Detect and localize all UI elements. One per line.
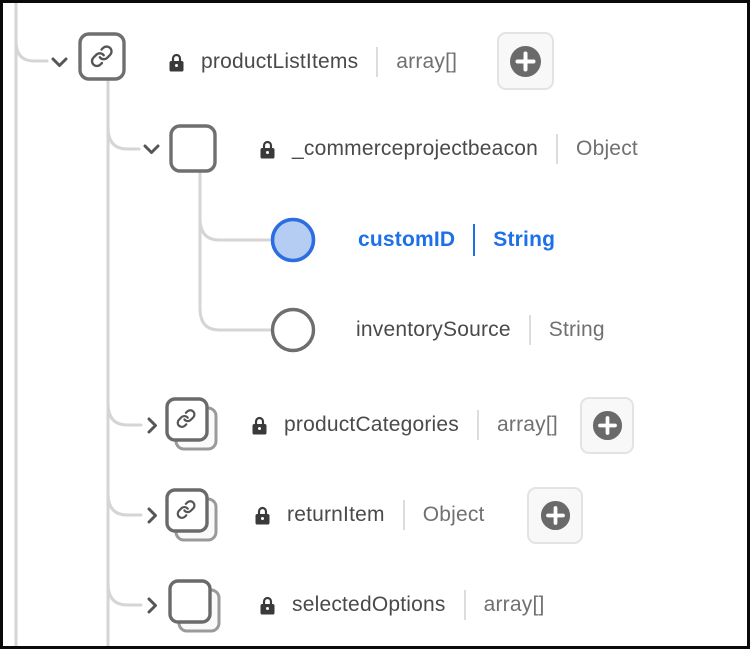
- chevron-right-icon[interactable]: [147, 597, 158, 614]
- chevron-down-icon[interactable]: [143, 144, 160, 155]
- field-name: productListItems: [201, 50, 359, 73]
- tree-node-inventorySource[interactable]: inventorySource String: [356, 309, 605, 351]
- tree-node-commerceprojectbeacon[interactable]: _commerceprojectbeacon Object: [260, 128, 638, 170]
- field-type: array[]: [497, 413, 558, 436]
- field-name: inventorySource: [356, 318, 511, 341]
- lock-icon: [255, 506, 270, 524]
- field-name: customID: [358, 228, 456, 251]
- name-type-divider: [477, 410, 479, 440]
- field-type: array[]: [396, 50, 458, 73]
- stacked-link-cards-icon[interactable]: [165, 488, 219, 542]
- lock-icon: [260, 140, 275, 158]
- name-type-divider: [463, 590, 466, 620]
- field-type: Object: [422, 503, 485, 526]
- tree-node-productListItems[interactable]: productListItems array[]: [169, 41, 457, 83]
- field-type: String: [548, 318, 605, 341]
- field-name: returnItem: [287, 503, 385, 526]
- field-type: array[]: [483, 593, 545, 616]
- name-type-divider: [402, 500, 405, 530]
- tree-node-customID[interactable]: customID String: [358, 219, 555, 261]
- lock-icon: [260, 596, 275, 614]
- name-type-divider: [528, 315, 531, 345]
- tree-node-selectedOptions[interactable]: selectedOptions array[]: [260, 584, 545, 626]
- name-type-divider: [376, 47, 379, 77]
- field-circle-icon[interactable]: [270, 307, 316, 353]
- object-square-icon[interactable]: [169, 124, 217, 173]
- stacked-link-cards-icon[interactable]: [165, 397, 219, 451]
- chevron-right-icon[interactable]: [147, 417, 158, 434]
- selected-field-circle-icon[interactable]: [270, 217, 316, 263]
- add-field-button[interactable]: [580, 397, 634, 454]
- tree-connector-lines: [14, 3, 272, 646]
- field-type: Object: [576, 137, 638, 160]
- field-name: _commerceprojectbeacon: [292, 137, 539, 160]
- plus-icon: [510, 45, 541, 77]
- plus-icon: [592, 410, 622, 441]
- add-field-button[interactable]: [527, 487, 583, 544]
- name-type-divider: [556, 134, 559, 164]
- lock-icon: [169, 53, 184, 71]
- chevron-down-icon[interactable]: [51, 57, 68, 68]
- tree-node-productCategories[interactable]: productCategories array[]: [252, 404, 558, 446]
- add-field-button[interactable]: [497, 32, 554, 90]
- plus-icon: [540, 500, 570, 531]
- field-type: String: [493, 228, 556, 251]
- tree-node-returnItem[interactable]: returnItem Object: [255, 494, 485, 536]
- field-name: productCategories: [284, 413, 459, 436]
- name-type-divider: [473, 224, 476, 256]
- stacked-cards-icon[interactable]: [168, 579, 222, 633]
- link-square-icon[interactable]: [78, 32, 126, 81]
- chevron-right-icon[interactable]: [147, 507, 158, 524]
- lock-icon: [252, 416, 267, 434]
- field-name: selectedOptions: [292, 593, 446, 616]
